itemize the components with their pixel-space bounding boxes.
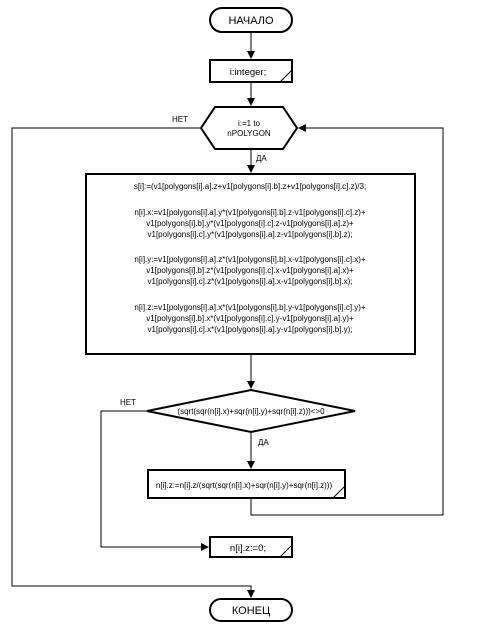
condition-no-label: НЕТ xyxy=(120,398,136,407)
compute-nz-line-1: n[i].z:=v1[polygons[i].a].x*(v1[polygons… xyxy=(134,303,366,312)
loop-back-line xyxy=(250,124,444,516)
normalize-marker xyxy=(332,485,346,499)
loop-exit-line xyxy=(11,127,255,598)
normalize-block: n[i].z:=n[i].z/(sqrt(sqr(n[i].x)+sqr(n[i… xyxy=(147,469,346,499)
compute-s-line: s[i]:=(v1[polygons[i].a].z+v1[polygons[i… xyxy=(134,182,366,191)
start-terminator: НАЧАЛО xyxy=(209,7,293,33)
condition-yes-label: ДА xyxy=(258,438,269,447)
zero-marker xyxy=(279,544,293,558)
compute-ny-line-1: n[i].y:=v1[polygons[i].a].z*(v1[polygons… xyxy=(134,255,366,264)
condition-diamond: (sqrt(sqr(n[i].x)+sqr(n[i].y)+sqr(n[i].z… xyxy=(146,388,356,434)
compute-nx-line-1: n[i].x:=v1[polygons[i].a].y*(v1[polygons… xyxy=(134,208,366,217)
end-label: КОНЕЦ xyxy=(232,605,270,617)
loop-hexagon: i:=1 to nPOLYGON xyxy=(199,106,299,150)
compute-nx-line-2: v1[polygons[i].b].y*(v1[polygons[i].c].z… xyxy=(146,219,354,228)
declaration-marker xyxy=(279,69,293,83)
normalize-label: n[i].z:=n[i].z/(sqrt(sqr(n[i].x)+sqr(n[i… xyxy=(156,481,333,490)
start-label: НАЧАЛО xyxy=(228,15,274,27)
declaration-label: i:integer; xyxy=(230,67,266,78)
compute-ny-line-2: v1[polygons[i].b].z*(v1[polygons[i].c].x… xyxy=(146,266,354,275)
loop-yes-label: ДА xyxy=(256,154,267,163)
compute-block: s[i]:=(v1[polygons[i].a].z+v1[polygons[i… xyxy=(85,173,416,355)
loop-line-1: i:=1 to xyxy=(238,119,261,128)
condition-text: (sqrt(sqr(n[i].x)+sqr(n[i].y)+sqr(n[i].z… xyxy=(177,407,325,416)
compute-nz-line-3: v1[polygons[i].c].x*(v1[polygons[i].a].y… xyxy=(148,325,353,334)
zero-label: n[i].z:=0; xyxy=(230,543,266,554)
loop-no-label: НЕТ xyxy=(172,115,188,124)
compute-ny-line-3: v1[polygons[i].c].z*(v1[polygons[i].a].x… xyxy=(148,277,353,286)
compute-nx-line-3: v1[polygons[i].c].y*(v1[polygons[i].a].z… xyxy=(148,230,353,239)
loop-line-2: nPOLYGON xyxy=(227,129,271,138)
declaration-block: i:integer; xyxy=(209,59,293,83)
condition-false-line xyxy=(100,410,209,551)
zero-block: n[i].z:=0; xyxy=(209,536,293,558)
compute-nz-line-2: v1[polygons[i].b].x*(v1[polygons[i].c].y… xyxy=(146,314,354,323)
end-terminator: КОНЕЦ xyxy=(209,598,293,622)
